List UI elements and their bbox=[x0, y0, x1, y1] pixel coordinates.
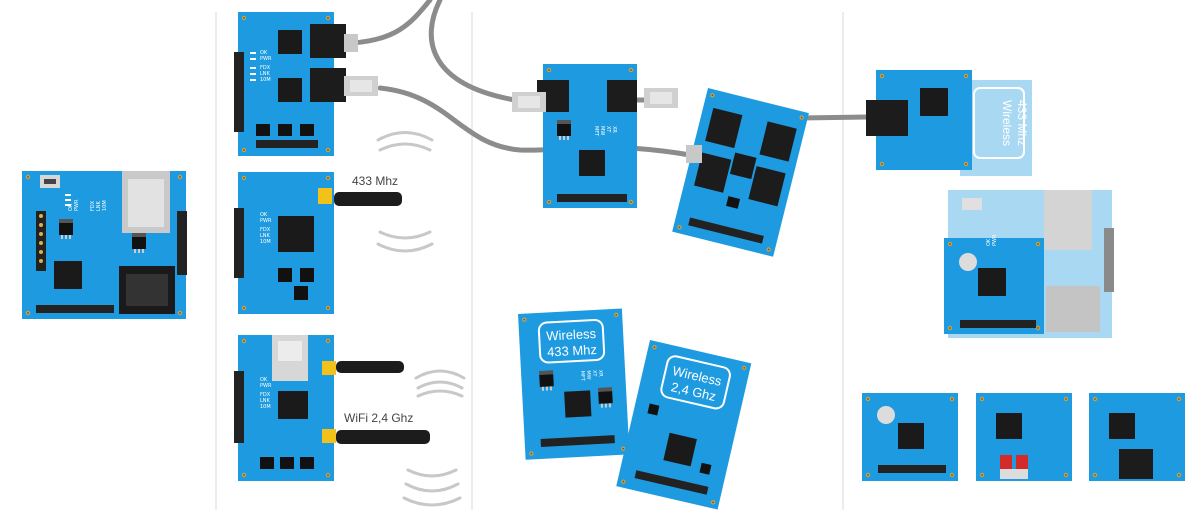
led-label-fdx: FDX bbox=[90, 200, 96, 211]
cable-right bbox=[797, 114, 871, 121]
mcu-chip bbox=[579, 150, 605, 176]
cable-top-2 bbox=[428, 0, 518, 103]
board-ethernet-middle: MFT MW XT XR bbox=[537, 64, 637, 208]
small-board-2 bbox=[976, 393, 1072, 481]
antenna-connector bbox=[318, 188, 332, 204]
small-board-3 bbox=[1089, 393, 1185, 481]
rj45-plug bbox=[686, 145, 702, 163]
led-label-ok: OK bbox=[68, 203, 74, 211]
led-label-pwr: PWR bbox=[260, 56, 272, 62]
side-label-mft: MFT bbox=[579, 371, 586, 382]
led-label-lnk: LNK bbox=[260, 71, 271, 77]
board-433mhz-antenna: OK PWR FDX LNK 10M bbox=[234, 172, 334, 314]
board-wifi-usb: OK PWR FDX LNK 10M bbox=[234, 335, 336, 481]
side-label-xr: XR bbox=[597, 370, 603, 378]
stacked-ethernet-boards: OK PWR bbox=[944, 190, 1114, 338]
led-label-lnk: LNK bbox=[96, 200, 102, 211]
antenna-wifi-1 bbox=[336, 361, 404, 373]
mcu-chip bbox=[278, 391, 308, 419]
signal-waves-433 bbox=[376, 131, 434, 253]
led-label-lnk: LNK bbox=[260, 233, 271, 239]
board-ethernet-quad bbox=[672, 88, 809, 257]
board-ethernet-dual: OK PWR FDX LNK 10M bbox=[234, 12, 346, 156]
badge-right-wireless-line1: Wireless bbox=[1000, 100, 1014, 146]
badge-wireless-433-line2: 433 Mhz bbox=[547, 342, 598, 360]
led-label-ok: OK bbox=[986, 238, 992, 246]
badge-right-wireless-line2: 433 Mhz bbox=[1015, 100, 1029, 146]
small-board-1 bbox=[862, 393, 958, 481]
mcu-chip bbox=[54, 261, 82, 289]
chip bbox=[278, 78, 302, 102]
card-wireless-24: Wireless 2,4 Ghz bbox=[616, 340, 752, 510]
led-label-ok: OK bbox=[260, 212, 268, 218]
led-label-10m: 10M bbox=[102, 200, 108, 211]
antenna-connector-1 bbox=[322, 361, 336, 375]
side-label-xr: XR bbox=[611, 126, 617, 133]
board-ethernet-large: OK PWR FDX LNK 10M bbox=[22, 171, 187, 319]
card-wireless-433: Wireless 433 Mhz MFT MW XT XR bbox=[518, 308, 630, 460]
label-wifi-24: WiFi 2,4 Ghz bbox=[344, 411, 413, 425]
led-label-fdx: FDX bbox=[260, 227, 271, 233]
antenna-433 bbox=[334, 192, 402, 206]
led-label-pwr: PWR bbox=[260, 383, 272, 389]
led-label-lnk: LNK bbox=[260, 398, 271, 404]
led-label-ok: OK bbox=[260, 377, 268, 383]
rj45-jack-2 bbox=[607, 80, 637, 112]
side-connector bbox=[177, 211, 187, 275]
cable-top-1 bbox=[349, 0, 433, 46]
side-label-xt: XT bbox=[591, 370, 597, 378]
label-433-mhz: 433 Mhz bbox=[352, 174, 398, 188]
rj45-jack-2 bbox=[310, 68, 346, 102]
pin-header bbox=[36, 305, 114, 313]
led-label-fdx: FDX bbox=[260, 65, 271, 71]
led-label-pwr: PWR bbox=[260, 218, 272, 224]
badge-wireless-433-line1: Wireless bbox=[546, 326, 597, 344]
led-label-pwr: PWR bbox=[74, 199, 80, 211]
side-label-xt: XT bbox=[605, 126, 611, 133]
signal-waves-wifi bbox=[402, 369, 466, 507]
antenna-wifi-2 bbox=[336, 430, 430, 444]
led-label-10m: 10M bbox=[260, 77, 271, 83]
led-label-10m: 10M bbox=[260, 404, 271, 410]
wireless-433-module: Wireless 433 Mhz bbox=[866, 70, 1032, 176]
rj45-jack-1 bbox=[310, 24, 346, 58]
rj45-plug bbox=[344, 34, 378, 96]
antenna-connector-2 bbox=[322, 429, 336, 443]
chip bbox=[278, 30, 302, 54]
led-label-10m: 10M bbox=[260, 239, 271, 245]
side-label-mft: MFT bbox=[593, 126, 599, 137]
mcu-chip bbox=[278, 216, 314, 252]
led-label-fdx: FDX bbox=[260, 392, 271, 398]
side-label-mw: MW bbox=[585, 370, 591, 380]
led-label-pwr: PWR bbox=[992, 234, 998, 246]
side-label-mw: MW bbox=[599, 126, 605, 135]
rj45-plug bbox=[512, 88, 678, 112]
led-label-ok: OK bbox=[260, 50, 268, 56]
